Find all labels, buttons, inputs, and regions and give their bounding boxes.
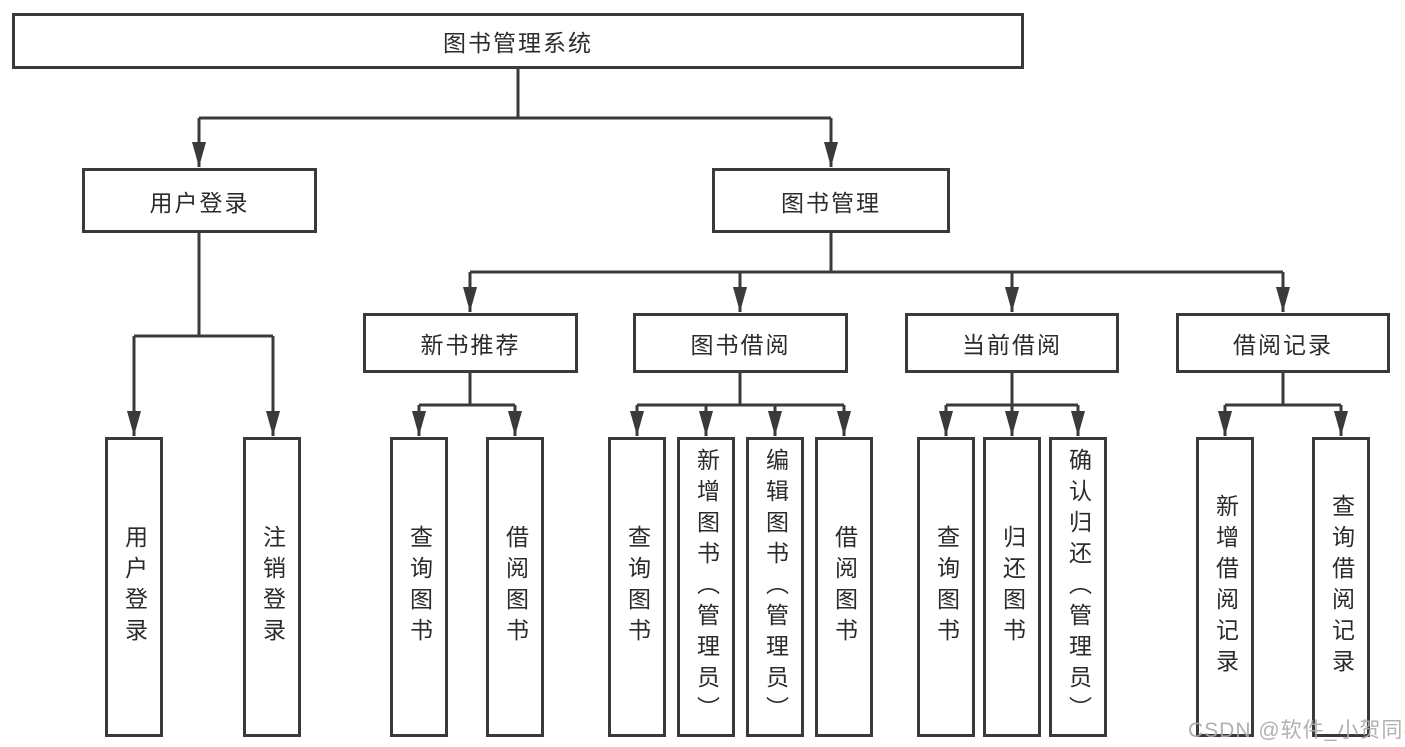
leaf-br-query-record: 查询借阅记录 (1312, 437, 1370, 737)
leaf-cb-confirm-return-admin: 确认归还（管理员） (1049, 437, 1107, 737)
node-book-management: 图书管理 (712, 168, 950, 233)
leaf-nb-borrow-books-label: 借阅图书 (502, 525, 529, 649)
leaf-bb-edit-books-admin-label: 编辑图书（管理员） (762, 447, 789, 727)
leaf-bb-edit-books-admin: 编辑图书（管理员） (746, 437, 804, 737)
leaf-user-login-label: 用户登录 (121, 525, 148, 649)
leaf-bb-query-books: 查询图书 (608, 437, 666, 737)
leaf-cb-confirm-return-admin-label: 确认归还（管理员） (1065, 447, 1092, 727)
leaf-nb-query-books: 查询图书 (390, 437, 448, 737)
leaf-cb-return-books: 归还图书 (983, 437, 1041, 737)
leaf-bb-borrow-books-label: 借阅图书 (831, 525, 858, 649)
node-root: 图书管理系统 (12, 13, 1024, 69)
leaf-logout-label: 注销登录 (259, 525, 286, 649)
node-book-borrow: 图书借阅 (633, 313, 848, 373)
leaf-logout: 注销登录 (243, 437, 301, 737)
leaf-bb-add-books-admin: 新增图书（管理员） (677, 437, 735, 737)
leaf-br-query-record-label: 查询借阅记录 (1328, 494, 1355, 680)
leaf-cb-query-books-label: 查询图书 (933, 525, 960, 649)
leaf-br-add-record: 新增借阅记录 (1196, 437, 1254, 737)
node-borrow-records: 借阅记录 (1176, 313, 1390, 373)
node-new-book-recommend: 新书推荐 (363, 313, 578, 373)
leaf-bb-query-books-label: 查询图书 (624, 525, 651, 649)
leaf-nb-borrow-books: 借阅图书 (486, 437, 544, 737)
leaf-user-login: 用户登录 (105, 437, 163, 737)
leaf-cb-return-books-label: 归还图书 (999, 525, 1026, 649)
leaf-bb-add-books-admin-label: 新增图书（管理员） (693, 447, 720, 727)
leaf-br-add-record-label: 新增借阅记录 (1212, 494, 1239, 680)
node-user-login: 用户登录 (82, 168, 317, 233)
leaf-bb-borrow-books: 借阅图书 (815, 437, 873, 737)
node-current-borrow: 当前借阅 (905, 313, 1119, 373)
leaf-cb-query-books: 查询图书 (917, 437, 975, 737)
csdn-watermark: CSDN @软件_小贺同学 (1188, 719, 1405, 742)
leaf-nb-query-books-label: 查询图书 (406, 525, 433, 649)
